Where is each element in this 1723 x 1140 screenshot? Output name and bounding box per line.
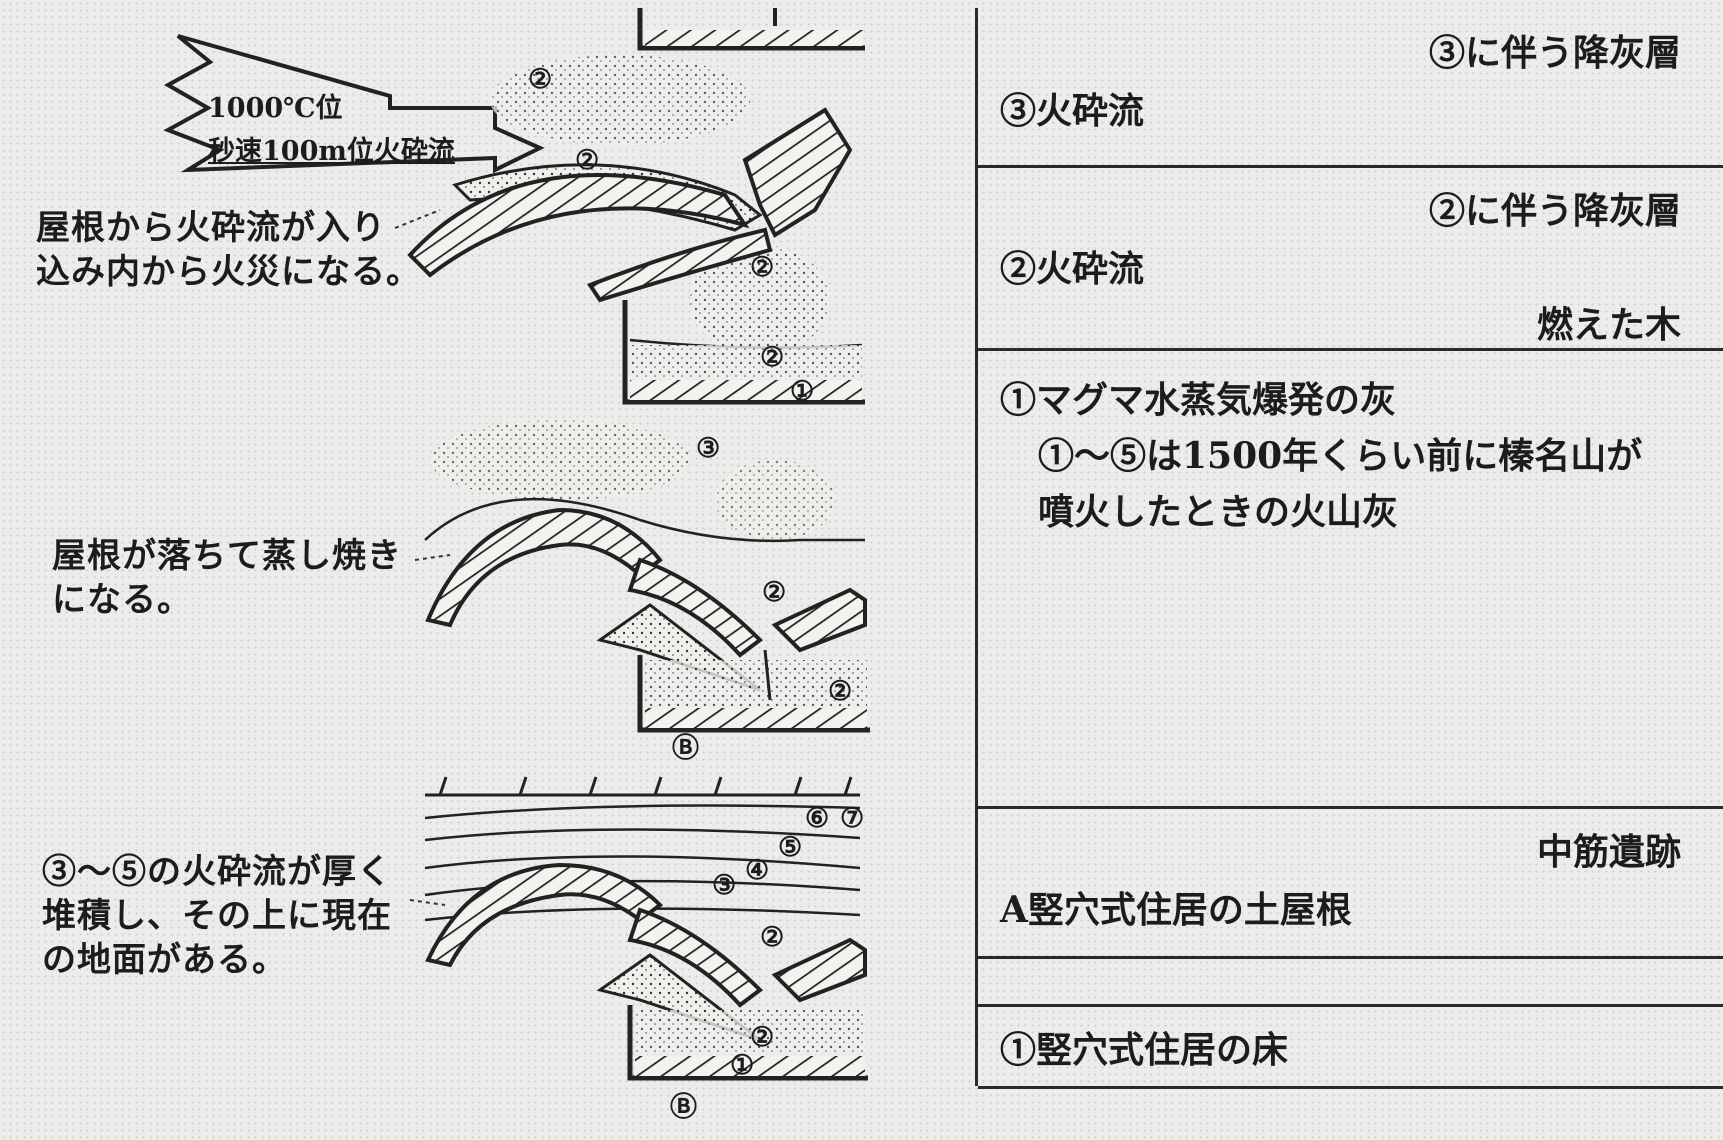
layer-mark: ②	[528, 64, 553, 95]
note-line: 込み内から火災になる。	[36, 252, 421, 292]
note-thick-deposit: ③～⑤の火砕流が厚く 堆積し、その上に現在 の地面がある。	[42, 850, 392, 982]
layer-mark: ①	[790, 376, 815, 407]
pit-dwelling-burial-illustration	[163, 8, 870, 1081]
strata-note-line: ①～⑤は1500年くらい前に榛名山が	[1038, 435, 1643, 477]
strata-burnt-wood: 燃えた木	[1536, 304, 1681, 346]
pyroclastic-flow-arrow	[163, 34, 545, 174]
site-name: 中筋遺跡	[1536, 831, 1681, 873]
layer-mark: ②	[760, 922, 785, 953]
layer-mark: ⑤	[778, 832, 803, 863]
layer-mark: ⑦	[840, 803, 865, 834]
strata-row-roof: 中筋遺跡 A竪穴式住居の土屋根	[978, 809, 1723, 959]
note-line: 堆積し、その上に現在	[42, 896, 392, 936]
flow-speed-label: 秒速100m位火砕流	[208, 136, 455, 167]
dwelling-panel-1	[407, 107, 865, 405]
layer-mark: ③	[696, 433, 721, 464]
strata-row-blank	[978, 959, 1723, 1007]
layer-mark: ②	[575, 145, 600, 176]
strata-row-floor: ①竪穴式住居の床	[978, 1007, 1723, 1089]
layer-mark: Ⓑ	[672, 733, 699, 764]
layer-mark: ②	[750, 1022, 775, 1053]
strata-column: ③に伴う降灰層 ③火砕流 ②に伴う降灰層 ②火砕流 燃えた木 ①マグマ水蒸気爆発…	[975, 8, 1723, 1089]
strata-note-line: 噴火したときの火山灰	[1038, 491, 1399, 533]
note-line: ③～⑤の火砕流が厚く	[42, 852, 392, 892]
leader-lines	[394, 209, 451, 906]
strata-ash-3: ③に伴う降灰層	[1428, 32, 1681, 74]
dwelling-panel-2	[424, 497, 870, 733]
note-line: になる。	[52, 580, 192, 620]
note-line: の地面がある。	[42, 940, 287, 980]
layer-mark: ③	[712, 870, 737, 901]
strata-dwelling-floor: ①竪穴式住居の床	[1000, 1029, 1289, 1071]
layer-mark: ②	[760, 342, 785, 373]
strata-row-3: ③に伴う降灰層 ③火砕流	[978, 8, 1723, 168]
layer-mark: ⑥	[805, 803, 830, 834]
strata-flow-2: ②火砕流	[1000, 248, 1145, 290]
note-roof-intrusion: 屋根から火砕流が入り 込み内から火災になる。	[36, 206, 421, 294]
strata-ash-2: ②に伴う降灰層	[1428, 190, 1681, 232]
strata-earth-roof: A竪穴式住居の土屋根	[1000, 889, 1352, 931]
layer-mark: ①	[730, 1050, 755, 1081]
layer-mark: ②	[762, 577, 787, 608]
layer-mark: ②	[750, 252, 775, 283]
layer-mark: ②	[828, 676, 853, 707]
dwelling-top-stub	[637, 8, 865, 51]
note-line: 屋根が落ちて蒸し焼き	[52, 536, 402, 576]
note-line: 屋根から火砕流が入り	[36, 208, 386, 248]
strata-flow-3: ③火砕流	[1000, 90, 1145, 132]
layer-mark: Ⓑ	[670, 1092, 697, 1123]
ash-cloud	[430, 55, 835, 540]
strata-phreatomagmatic-ash: ①マグマ水蒸気爆発の灰	[1000, 379, 1397, 421]
flow-temperature-label: 1000℃位	[208, 93, 343, 124]
dwelling-panel-3	[424, 776, 868, 1081]
strata-row-2: ②に伴う降灰層 ②火砕流 燃えた木	[978, 168, 1723, 351]
strata-row-1: ①マグマ水蒸気爆発の灰 ①～⑤は1500年くらい前に榛名山が 噴火したときの火山…	[978, 351, 1723, 809]
note-roof-collapse: 屋根が落ちて蒸し焼き になる。	[52, 534, 402, 622]
layer-mark: ④	[745, 855, 770, 886]
